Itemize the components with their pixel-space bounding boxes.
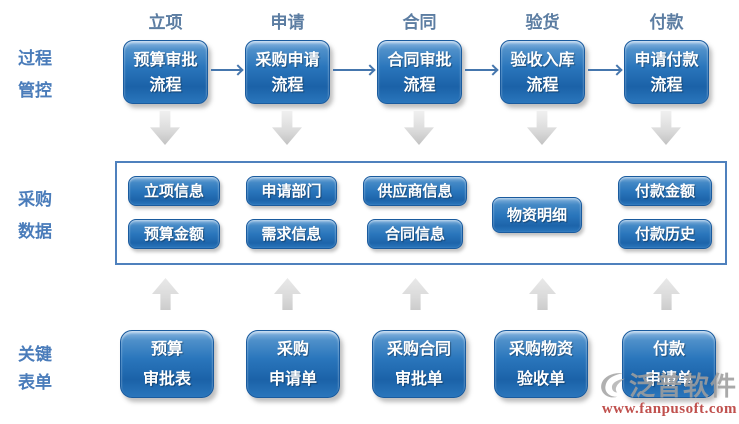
data-item-request-dept: 申请部门 xyxy=(246,176,337,206)
process-box-acceptance-warehousing: 验收入库 流程 xyxy=(500,40,585,104)
form-box-line2: 申请单 xyxy=(644,369,693,388)
form-box-line2: 审批表 xyxy=(142,369,191,388)
process-box-line1: 合同审批 xyxy=(387,50,452,69)
data-item-project-info: 立项信息 xyxy=(128,176,220,206)
process-box-purchase-request: 采购申请 流程 xyxy=(245,40,330,104)
arrow-down-icon xyxy=(404,111,434,145)
data-item-payment-history: 付款历史 xyxy=(618,219,712,249)
data-item-demand-info: 需求信息 xyxy=(246,219,337,249)
flow-arrow-right-icon xyxy=(588,69,621,71)
arrow-down-icon xyxy=(651,111,681,145)
form-box-line1: 采购 xyxy=(276,339,309,358)
row-label-line: 数据 xyxy=(18,222,52,242)
process-box-line1: 采购申请 xyxy=(255,50,320,69)
watermark-brand: 泛普软件 xyxy=(628,372,737,402)
process-box-line2: 流程 xyxy=(403,75,436,94)
data-item-material-detail: 物资明细 xyxy=(492,197,582,233)
row-label-line: 管控 xyxy=(18,81,52,101)
stage-label-request: 申请 xyxy=(270,13,305,33)
row-label-line: 采购 xyxy=(18,190,52,210)
watermark: 泛普软件 www.fanpusoft.com xyxy=(598,366,737,418)
process-box-line2: 流程 xyxy=(271,75,304,94)
data-item-budget-amount: 预算金额 xyxy=(128,219,220,249)
form-box-budget-approval-form: 预算 审批表 xyxy=(120,330,214,398)
data-item-supplier-info: 供应商信息 xyxy=(363,176,467,206)
form-box-line1: 采购合同 xyxy=(386,339,451,358)
watermark-brand-row: 泛普软件 xyxy=(598,366,737,403)
fanpu-logo-icon xyxy=(601,372,625,397)
form-box-line1: 付款 xyxy=(652,339,685,358)
process-box-payment-request: 申请付款 流程 xyxy=(624,40,709,104)
arrow-up-icon xyxy=(152,278,179,310)
stage-label-initiation: 立项 xyxy=(148,13,183,33)
flow-arrow-right-icon xyxy=(211,69,242,71)
stage-label-contract: 合同 xyxy=(402,13,437,33)
arrow-down-icon xyxy=(272,111,302,145)
form-box-line2: 审批单 xyxy=(394,369,443,388)
process-box-line1: 验收入库 xyxy=(510,50,575,69)
data-item-contract-info: 合同信息 xyxy=(367,219,463,249)
arrow-down-icon xyxy=(527,111,557,145)
process-box-line2: 流程 xyxy=(650,75,683,94)
flow-arrow-right-icon xyxy=(465,69,497,71)
process-box-line2: 流程 xyxy=(149,75,182,94)
arrow-up-icon xyxy=(402,278,429,310)
arrow-down-icon xyxy=(150,111,180,145)
stage-label-payment: 付款 xyxy=(649,13,684,33)
row-label-process-control: 过程 管控 xyxy=(18,43,88,107)
row-label-procurement-data: 采购 数据 xyxy=(18,184,88,248)
form-box-line1: 预算 xyxy=(150,339,183,358)
process-box-budget-approval: 预算审批 流程 xyxy=(123,40,208,104)
form-box-payment-request-form: 付款 申请单 xyxy=(622,330,716,398)
form-box-purchase-request-form: 采购 申请单 xyxy=(246,330,340,398)
row-label-line: 过程 xyxy=(18,49,52,69)
data-item-payment-amount: 付款金额 xyxy=(618,176,712,206)
process-box-line1: 预算审批 xyxy=(133,50,198,69)
row-label-line: 表单 xyxy=(18,373,52,393)
form-box-line1: 采购物资 xyxy=(508,339,573,358)
form-box-contract-approval-form: 采购合同 审批单 xyxy=(372,330,466,398)
watermark-url: www.fanpusoft.com xyxy=(601,401,737,417)
arrow-up-icon xyxy=(529,278,556,310)
arrow-up-icon xyxy=(274,278,301,310)
form-box-line2: 验收单 xyxy=(516,369,565,388)
stage-label-inspection: 验货 xyxy=(525,13,560,33)
form-box-material-acceptance-form: 采购物资 验收单 xyxy=(494,330,588,398)
row-label-key-forms: 关键 表单 xyxy=(18,341,88,397)
flow-arrow-right-icon xyxy=(333,69,374,71)
process-box-line1: 申请付款 xyxy=(634,50,699,69)
row-label-line: 关键 xyxy=(18,345,52,365)
arrow-up-icon xyxy=(653,278,680,310)
form-box-line2: 申请单 xyxy=(268,369,317,388)
process-box-contract-approval: 合同审批 流程 xyxy=(377,40,462,104)
process-box-line2: 流程 xyxy=(526,75,559,94)
